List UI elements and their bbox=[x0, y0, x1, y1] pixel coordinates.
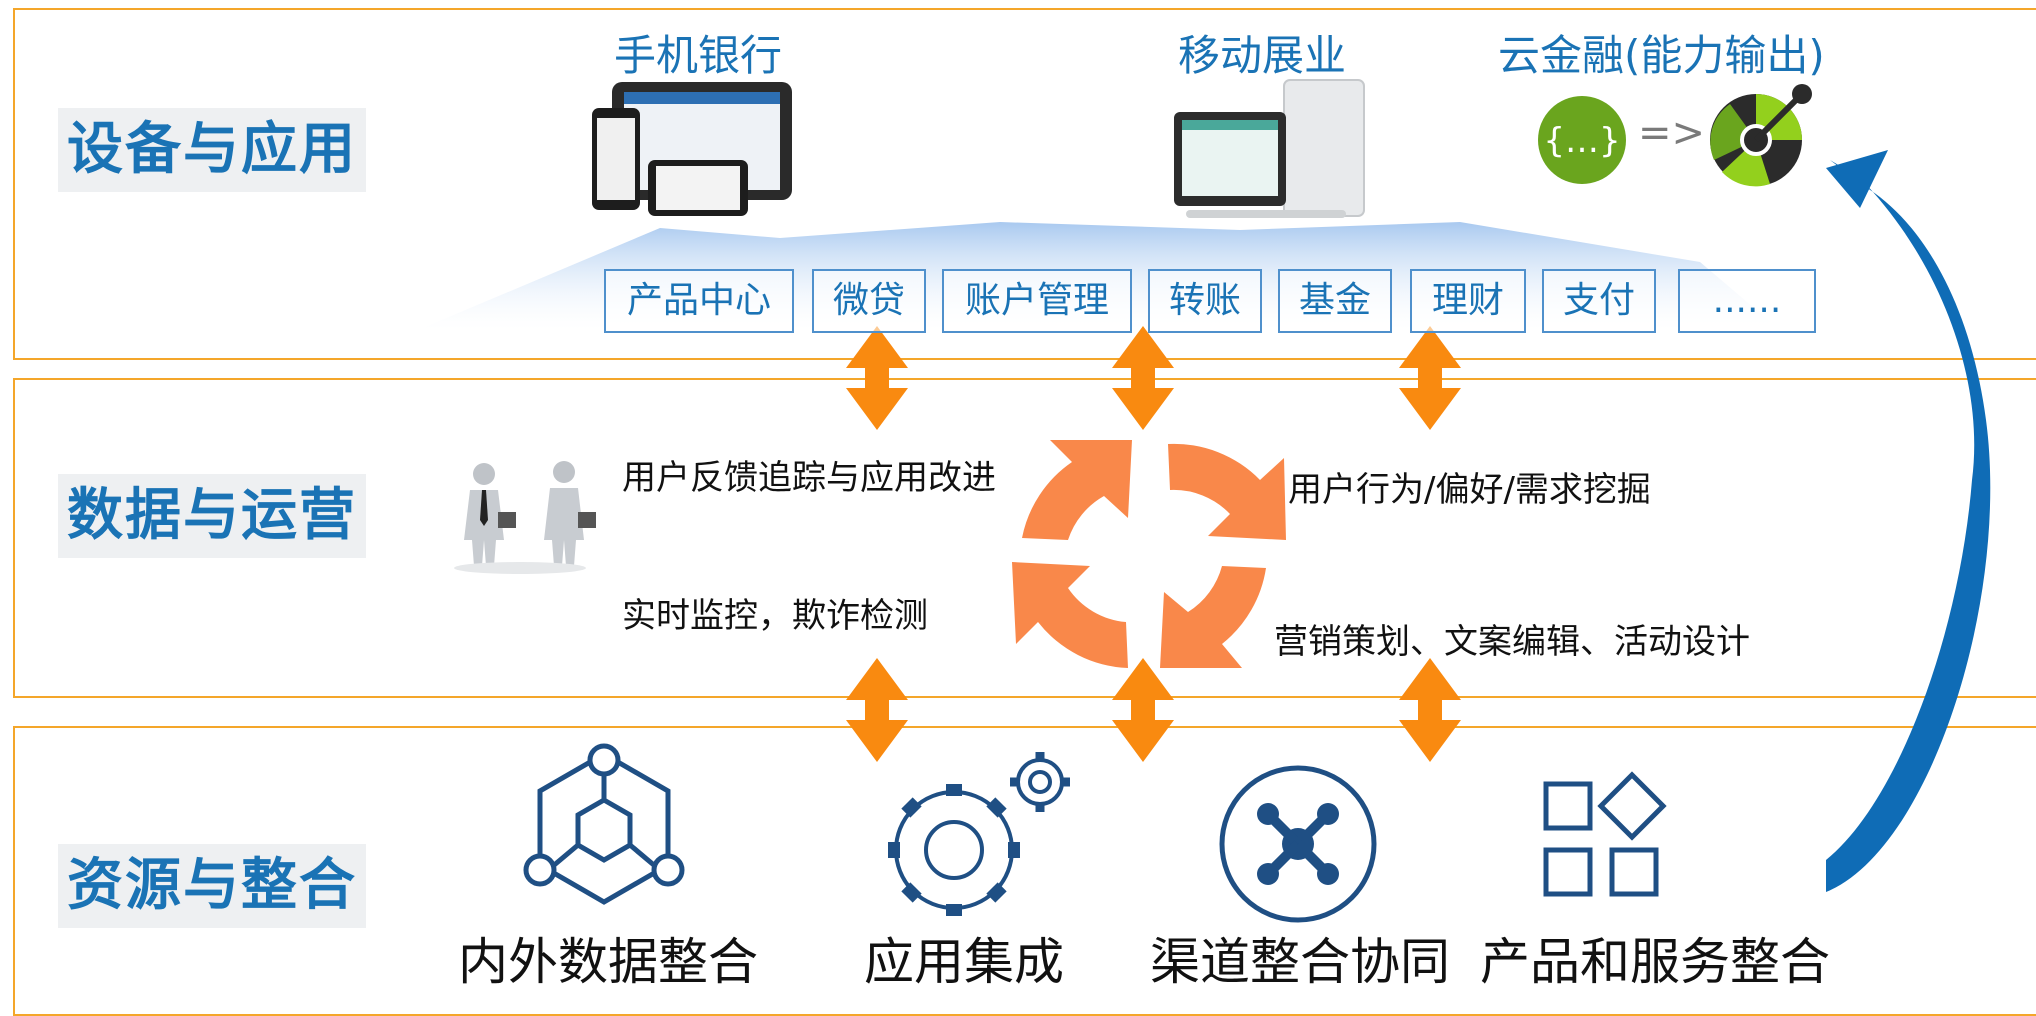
arrow-text: => bbox=[1638, 110, 1706, 156]
service-wealth: 理财 bbox=[1410, 269, 1526, 333]
service-account-management: 账户管理 bbox=[942, 269, 1132, 333]
cycle-icon bbox=[1012, 440, 1286, 668]
app-integration-gear-icon bbox=[888, 752, 1070, 916]
ops-feedback: 用户反馈追踪与应用改进 bbox=[622, 458, 996, 498]
orange-double-arrows bbox=[846, 326, 1461, 762]
layer-label-resources: 资源与整合 bbox=[58, 844, 366, 928]
double-arrow-6 bbox=[1399, 658, 1461, 762]
capability-output-arrow bbox=[1826, 160, 1991, 892]
businessmen-image bbox=[454, 461, 596, 574]
channel-integration-icon bbox=[1219, 765, 1377, 923]
service-product-center: 产品中心 bbox=[604, 269, 794, 333]
mobile-sales-devices-image bbox=[1174, 79, 1365, 218]
service-fund: 基金 bbox=[1278, 269, 1392, 333]
band-data-ops bbox=[13, 378, 2036, 698]
capability-output-arrowhead bbox=[1826, 150, 1888, 208]
title-cloud-finance: 云金融(能力输出) bbox=[1498, 31, 1825, 80]
service-payment: 支付 bbox=[1542, 269, 1656, 333]
mobile-banking-devices-image bbox=[592, 82, 792, 216]
resource-product-integration: 产品和服务整合 bbox=[1480, 933, 1830, 991]
openapi-icon bbox=[1710, 84, 1812, 187]
diagram-graphics: {…} bbox=[418, 79, 1991, 923]
double-arrow-2 bbox=[1112, 326, 1174, 430]
service-microloan: 微贷 bbox=[812, 269, 926, 333]
api-spec-icon bbox=[1538, 96, 1626, 184]
double-arrow-5 bbox=[1112, 658, 1174, 762]
service-more: ...... bbox=[1678, 269, 1816, 333]
resource-app-integration: 应用集成 bbox=[864, 933, 1064, 991]
band-devices bbox=[13, 8, 2036, 360]
layer-label-data-ops: 数据与运营 bbox=[58, 474, 366, 558]
double-arrow-4 bbox=[846, 658, 908, 762]
resource-data-integration: 内外数据整合 bbox=[458, 933, 758, 991]
double-arrow-3 bbox=[1399, 326, 1461, 430]
api-braces-glyph: {…} bbox=[1543, 121, 1620, 161]
resource-channel-integration: 渠道整合协同 bbox=[1150, 933, 1450, 991]
ops-monitoring: 实时监控，欺诈检测 bbox=[622, 596, 928, 636]
data-integration-icon bbox=[523, 743, 685, 905]
ops-marketing: 营销策划、文案编辑、活动设计 bbox=[1274, 622, 1750, 662]
double-arrow-1 bbox=[846, 326, 908, 430]
title-mobile-sales: 移动展业 bbox=[1178, 31, 1347, 80]
layer-label-devices: 设备与应用 bbox=[58, 108, 366, 192]
ops-behavior: 用户行为/偏好/需求挖掘 bbox=[1288, 470, 1651, 510]
service-transfer: 转账 bbox=[1148, 269, 1262, 333]
title-mobile-banking: 手机银行 bbox=[614, 31, 783, 80]
product-integration-icon bbox=[1543, 771, 1667, 897]
